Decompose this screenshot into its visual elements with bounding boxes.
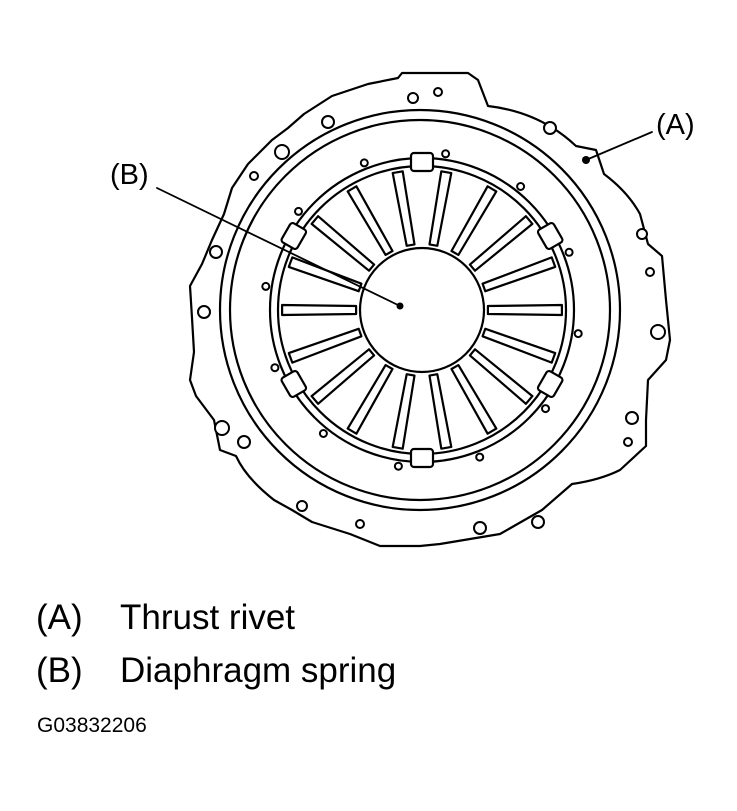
clip-lugs (280, 151, 564, 469)
diaphragm-finger (346, 185, 394, 256)
clutch-cover-diagram: (A) (B) (110, 71, 695, 548)
ring-rivet (393, 461, 403, 471)
ring-rivet (270, 363, 280, 373)
pressure-plate-outer-ring (218, 108, 622, 512)
rivets (261, 149, 583, 471)
diaphragm-finger (450, 364, 498, 435)
diaphragm-finger (481, 256, 557, 293)
diaphragm-spring-bore (358, 246, 486, 374)
mounting-hole (321, 115, 335, 129)
ring-rivet (541, 404, 550, 414)
mounting-hole (623, 437, 633, 447)
diaphragm-finger (310, 348, 376, 405)
mounting-hole (274, 144, 290, 160)
mounting-hole (636, 228, 648, 240)
mounting-hole (645, 267, 655, 277)
mounting-hole (237, 435, 251, 449)
clip-lug (280, 221, 308, 251)
diaphragm-finger (391, 170, 416, 247)
ring-rivet (261, 281, 271, 291)
mounting-hole (249, 171, 259, 181)
mounting-hole (650, 324, 666, 340)
callout-a-leader (585, 131, 653, 161)
ring-rivet (564, 247, 574, 257)
ring-rivet (516, 182, 526, 191)
diaphragm-finger (287, 327, 363, 364)
clip-lug (280, 369, 308, 399)
clip-lug (409, 447, 435, 469)
ring-rivet (294, 206, 303, 216)
mounting-hole (473, 521, 487, 535)
diaphragm-finger (481, 327, 557, 364)
legend-text-thrust-rivet: Thrust rivet (120, 598, 296, 637)
diaphragm-spring-outer-edge (268, 156, 576, 464)
diaphragm-finger (468, 348, 534, 405)
callout-b-leader (156, 187, 401, 307)
diaphragm-finger (346, 364, 394, 435)
callout-a-label: (A) (656, 109, 695, 141)
diaphragm-finger (468, 215, 534, 272)
mounting-hole (407, 92, 419, 104)
diaphragm-finger (281, 303, 358, 317)
legend-key-a: (A) (36, 598, 83, 637)
diaphragm-finger (428, 373, 453, 450)
clutch-cover-outline (188, 71, 672, 548)
ring-rivet (318, 429, 328, 438)
ring-rivet (475, 452, 485, 462)
legend-key-b: (B) (36, 651, 83, 690)
diaphragm-spring-inner-edge (276, 164, 568, 456)
mounting-hole (543, 121, 557, 135)
mounting-hole (296, 500, 308, 512)
clip-lug (409, 151, 435, 173)
ring-rivet (441, 149, 451, 159)
diaphragm-spring-marker (396, 302, 404, 310)
figure-code: G03832206 (37, 714, 147, 737)
diaphragm-finger (391, 373, 416, 450)
diaphragm-finger (486, 303, 563, 317)
diaphragm-finger (287, 256, 363, 293)
mounting-holes (197, 87, 666, 535)
diaphragm-spring-fingers (281, 170, 563, 450)
diaphragm-finger (450, 185, 498, 256)
ring-rivet (359, 158, 369, 168)
mounting-hole (433, 87, 443, 97)
diaphragm-finger (428, 170, 453, 247)
diaphragm-finger (310, 215, 376, 272)
clip-lug (536, 369, 564, 399)
mounting-hole (625, 411, 639, 425)
mounting-hole (214, 420, 230, 436)
callout-b-label: (B) (110, 159, 149, 191)
mounting-hole (209, 245, 223, 259)
ring-rivet (573, 329, 583, 339)
mounting-hole (197, 305, 211, 319)
pressure-plate-inner-ring (228, 118, 612, 502)
thrust-rivet-marker (582, 156, 590, 164)
clip-lug (536, 221, 564, 251)
mounting-hole (355, 519, 365, 529)
clutch-cover-assembly (156, 71, 672, 548)
mounting-hole (531, 515, 545, 529)
legend-text-diaphragm-spring: Diaphragm spring (120, 651, 397, 690)
